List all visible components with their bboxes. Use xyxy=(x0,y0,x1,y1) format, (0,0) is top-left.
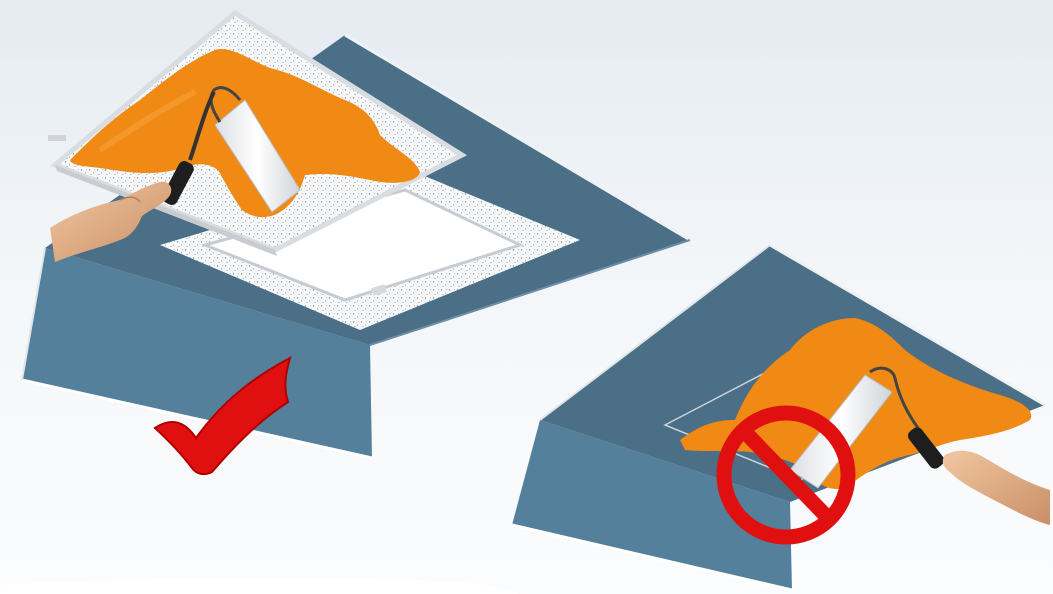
right-ceiling-scene xyxy=(512,245,1050,590)
right-hand xyxy=(943,451,1050,525)
bottom-highlight xyxy=(0,578,520,594)
